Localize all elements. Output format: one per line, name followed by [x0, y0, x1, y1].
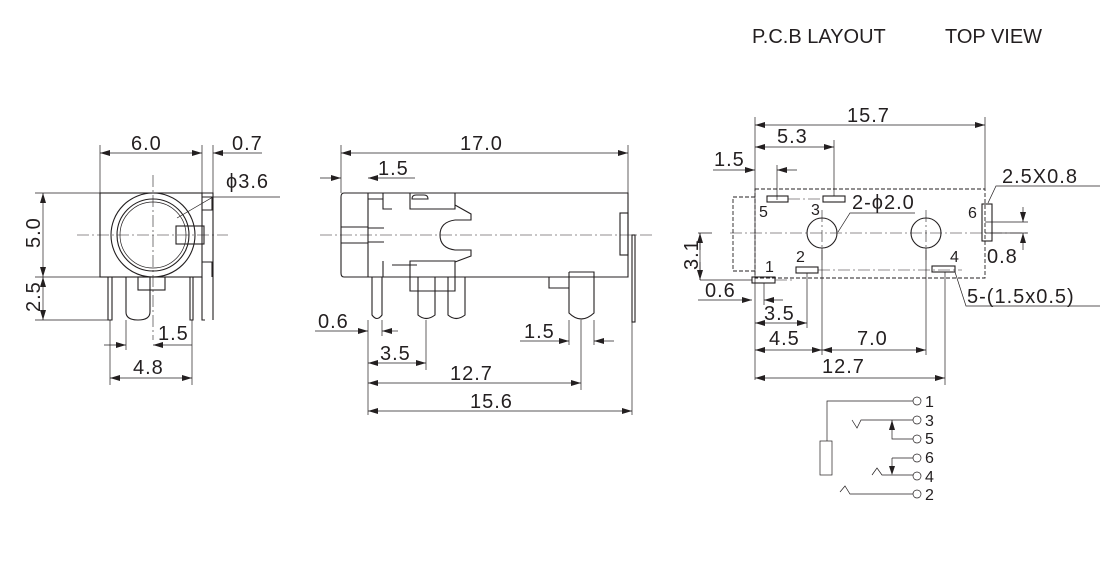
terminal-3 — [912, 415, 922, 425]
pcb-hole-pitch-dim: 7.0 — [857, 328, 888, 350]
front-view — [35, 145, 280, 385]
pad-label-4: 4 — [950, 249, 959, 266]
side-pin-pitch-dim: 3.5 — [380, 343, 411, 365]
front-bore-dim: ϕ3.6 — [226, 171, 269, 193]
terminal-label-6: 6 — [925, 450, 934, 467]
pcb-hole-offset-dim: 4.5 — [769, 328, 800, 350]
pcb-pad-offset-dim: 5.3 — [777, 126, 808, 148]
side-pin-width-dim: 0.6 — [318, 311, 349, 333]
pcb-holes-dim: 2-ϕ2.0 — [852, 192, 915, 214]
pad-label-5: 5 — [759, 204, 768, 221]
side-pin-span-dim: 12.7 — [450, 363, 493, 385]
pad-label-1: 1 — [765, 259, 774, 276]
terminal-label-4: 4 — [925, 469, 934, 486]
front-pin-length-dim: 2.5 — [23, 281, 45, 312]
pad-label-2: 2 — [796, 249, 805, 266]
pcb-width-dim: 15.7 — [847, 105, 890, 127]
terminal-label-5: 5 — [925, 431, 934, 448]
pcb-pad-width-dim: 0.6 — [705, 280, 736, 302]
side-length-dim: 17.0 — [460, 133, 503, 155]
pad-3 — [822, 195, 846, 203]
pcb-layout-title: P.C.B LAYOUT — [752, 26, 886, 48]
pcb-pad6-offset-dim: 0.8 — [987, 246, 1018, 268]
front-pin-span-dim: 4.8 — [133, 357, 164, 379]
terminal-4 — [912, 471, 922, 481]
pad-5 — [766, 195, 789, 203]
terminal-6 — [912, 453, 922, 463]
side-front-offset-dim: 1.5 — [378, 158, 409, 180]
pad-4 — [931, 265, 956, 273]
side-view — [315, 145, 652, 415]
pcb-row-spacing-dim: 3.1 — [681, 239, 703, 270]
pcb-layout — [697, 117, 1100, 385]
front-pin-offset-dim: 1.5 — [158, 323, 189, 345]
side-overall-dim: 15.6 — [470, 391, 513, 413]
terminal-label-3: 3 — [925, 413, 934, 430]
pcb-pad-span-dim: 12.7 — [822, 356, 865, 378]
terminal-label-2: 2 — [925, 487, 934, 504]
pad-label-3: 3 — [811, 202, 820, 219]
pad-2 — [795, 266, 819, 274]
top-view-title: TOP VIEW — [945, 26, 1042, 48]
front-width-dim: 6.0 — [131, 133, 162, 155]
schematic — [819, 396, 922, 499]
pad-label-6: 6 — [968, 205, 977, 222]
terminal-2 — [912, 489, 922, 499]
pcb-edge-offset-dim: 1.5 — [714, 149, 745, 171]
front-flange-dim: 0.7 — [232, 133, 263, 155]
pcb-pads-spec-dim: 5-(1.5x0.5) — [967, 286, 1075, 308]
side-rear-offset-dim: 1.5 — [524, 321, 555, 343]
terminal-1 — [912, 396, 922, 406]
pad-6 — [981, 203, 993, 242]
front-height-dim: 5.0 — [23, 217, 45, 248]
pcb-pad6-size-dim: 2.5X0.8 — [1002, 166, 1078, 188]
pcb-pad-pitch-dim: 3.5 — [764, 303, 795, 325]
terminal-5 — [912, 434, 922, 444]
terminal-label-1: 1 — [925, 394, 934, 411]
